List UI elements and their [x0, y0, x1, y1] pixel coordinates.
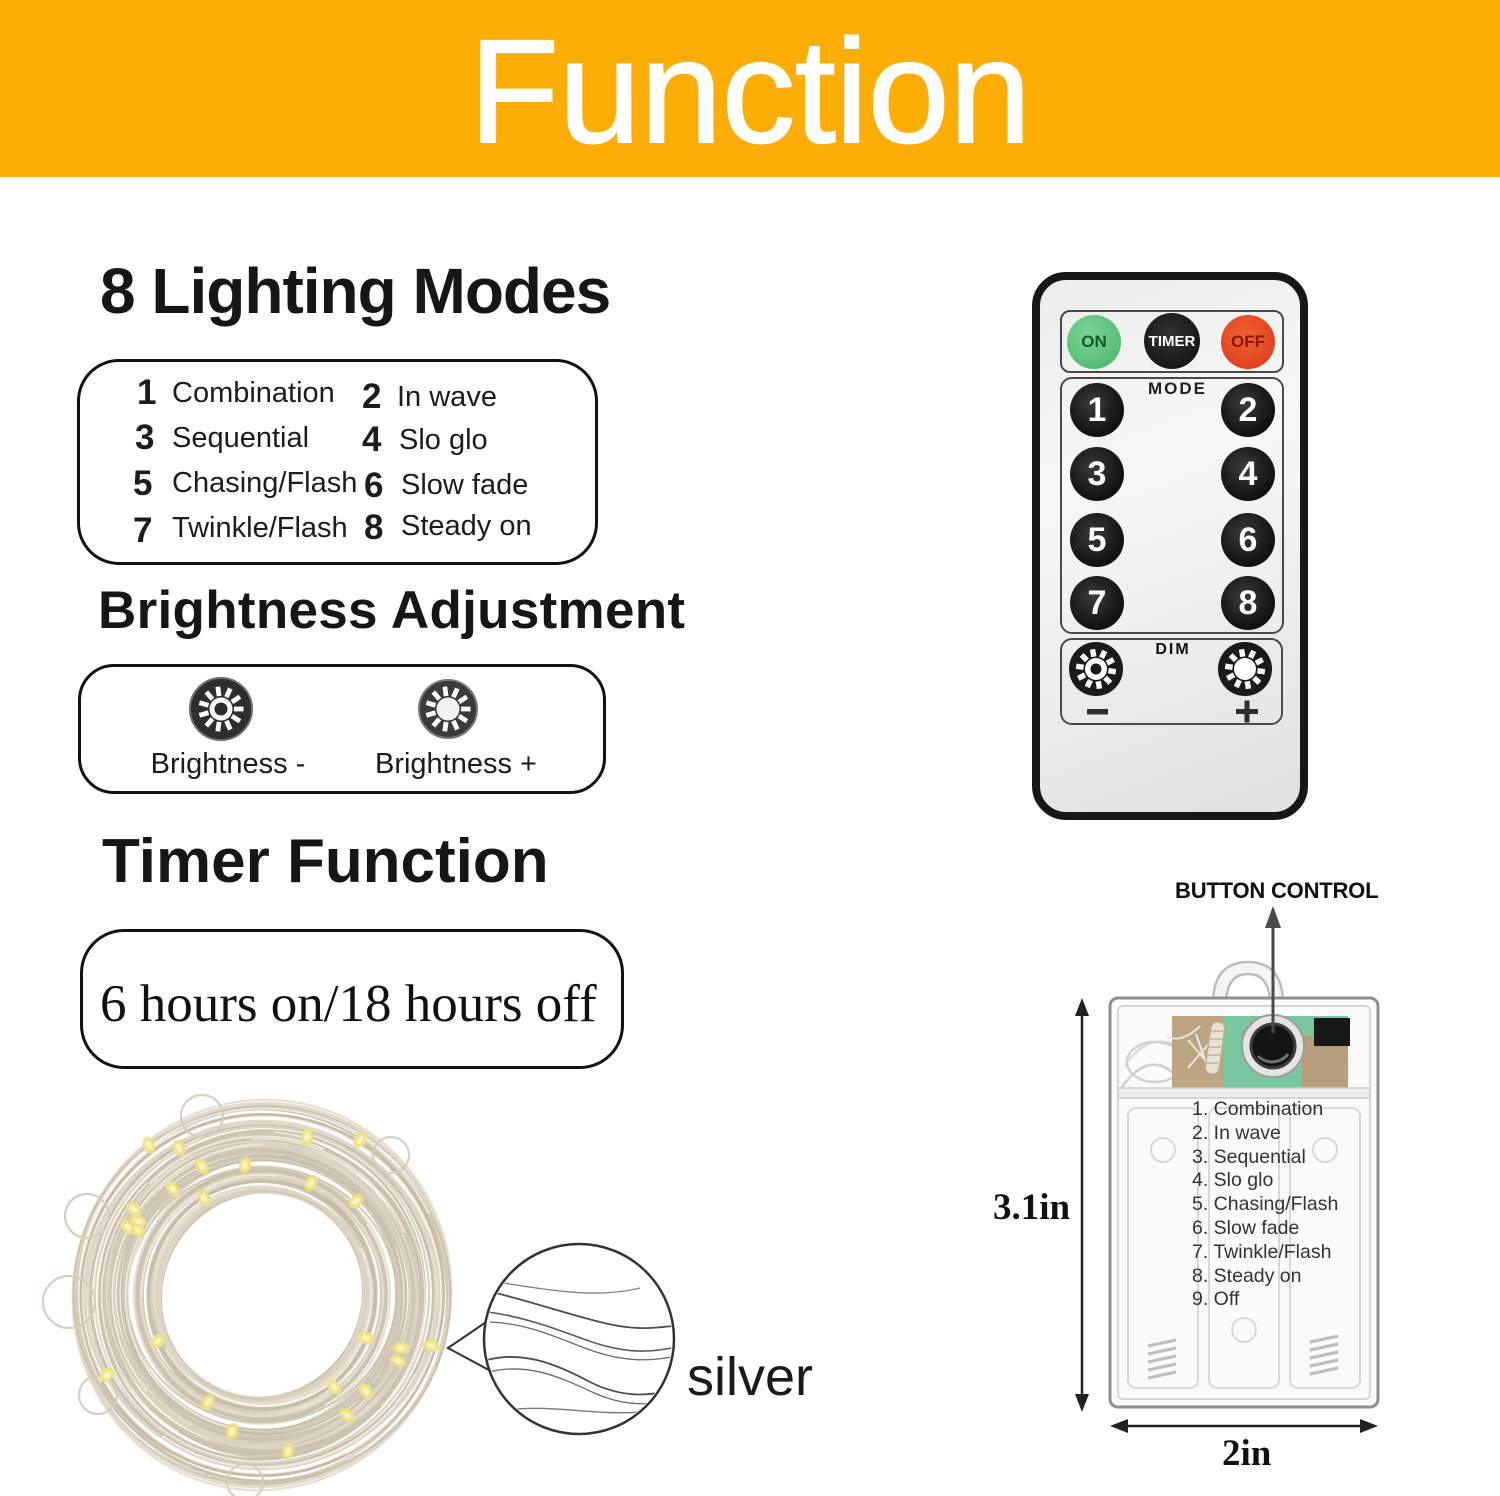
svg-text:Brightness -: Brightness -: [151, 748, 306, 780]
svg-text:Brightness +: Brightness +: [375, 748, 537, 780]
